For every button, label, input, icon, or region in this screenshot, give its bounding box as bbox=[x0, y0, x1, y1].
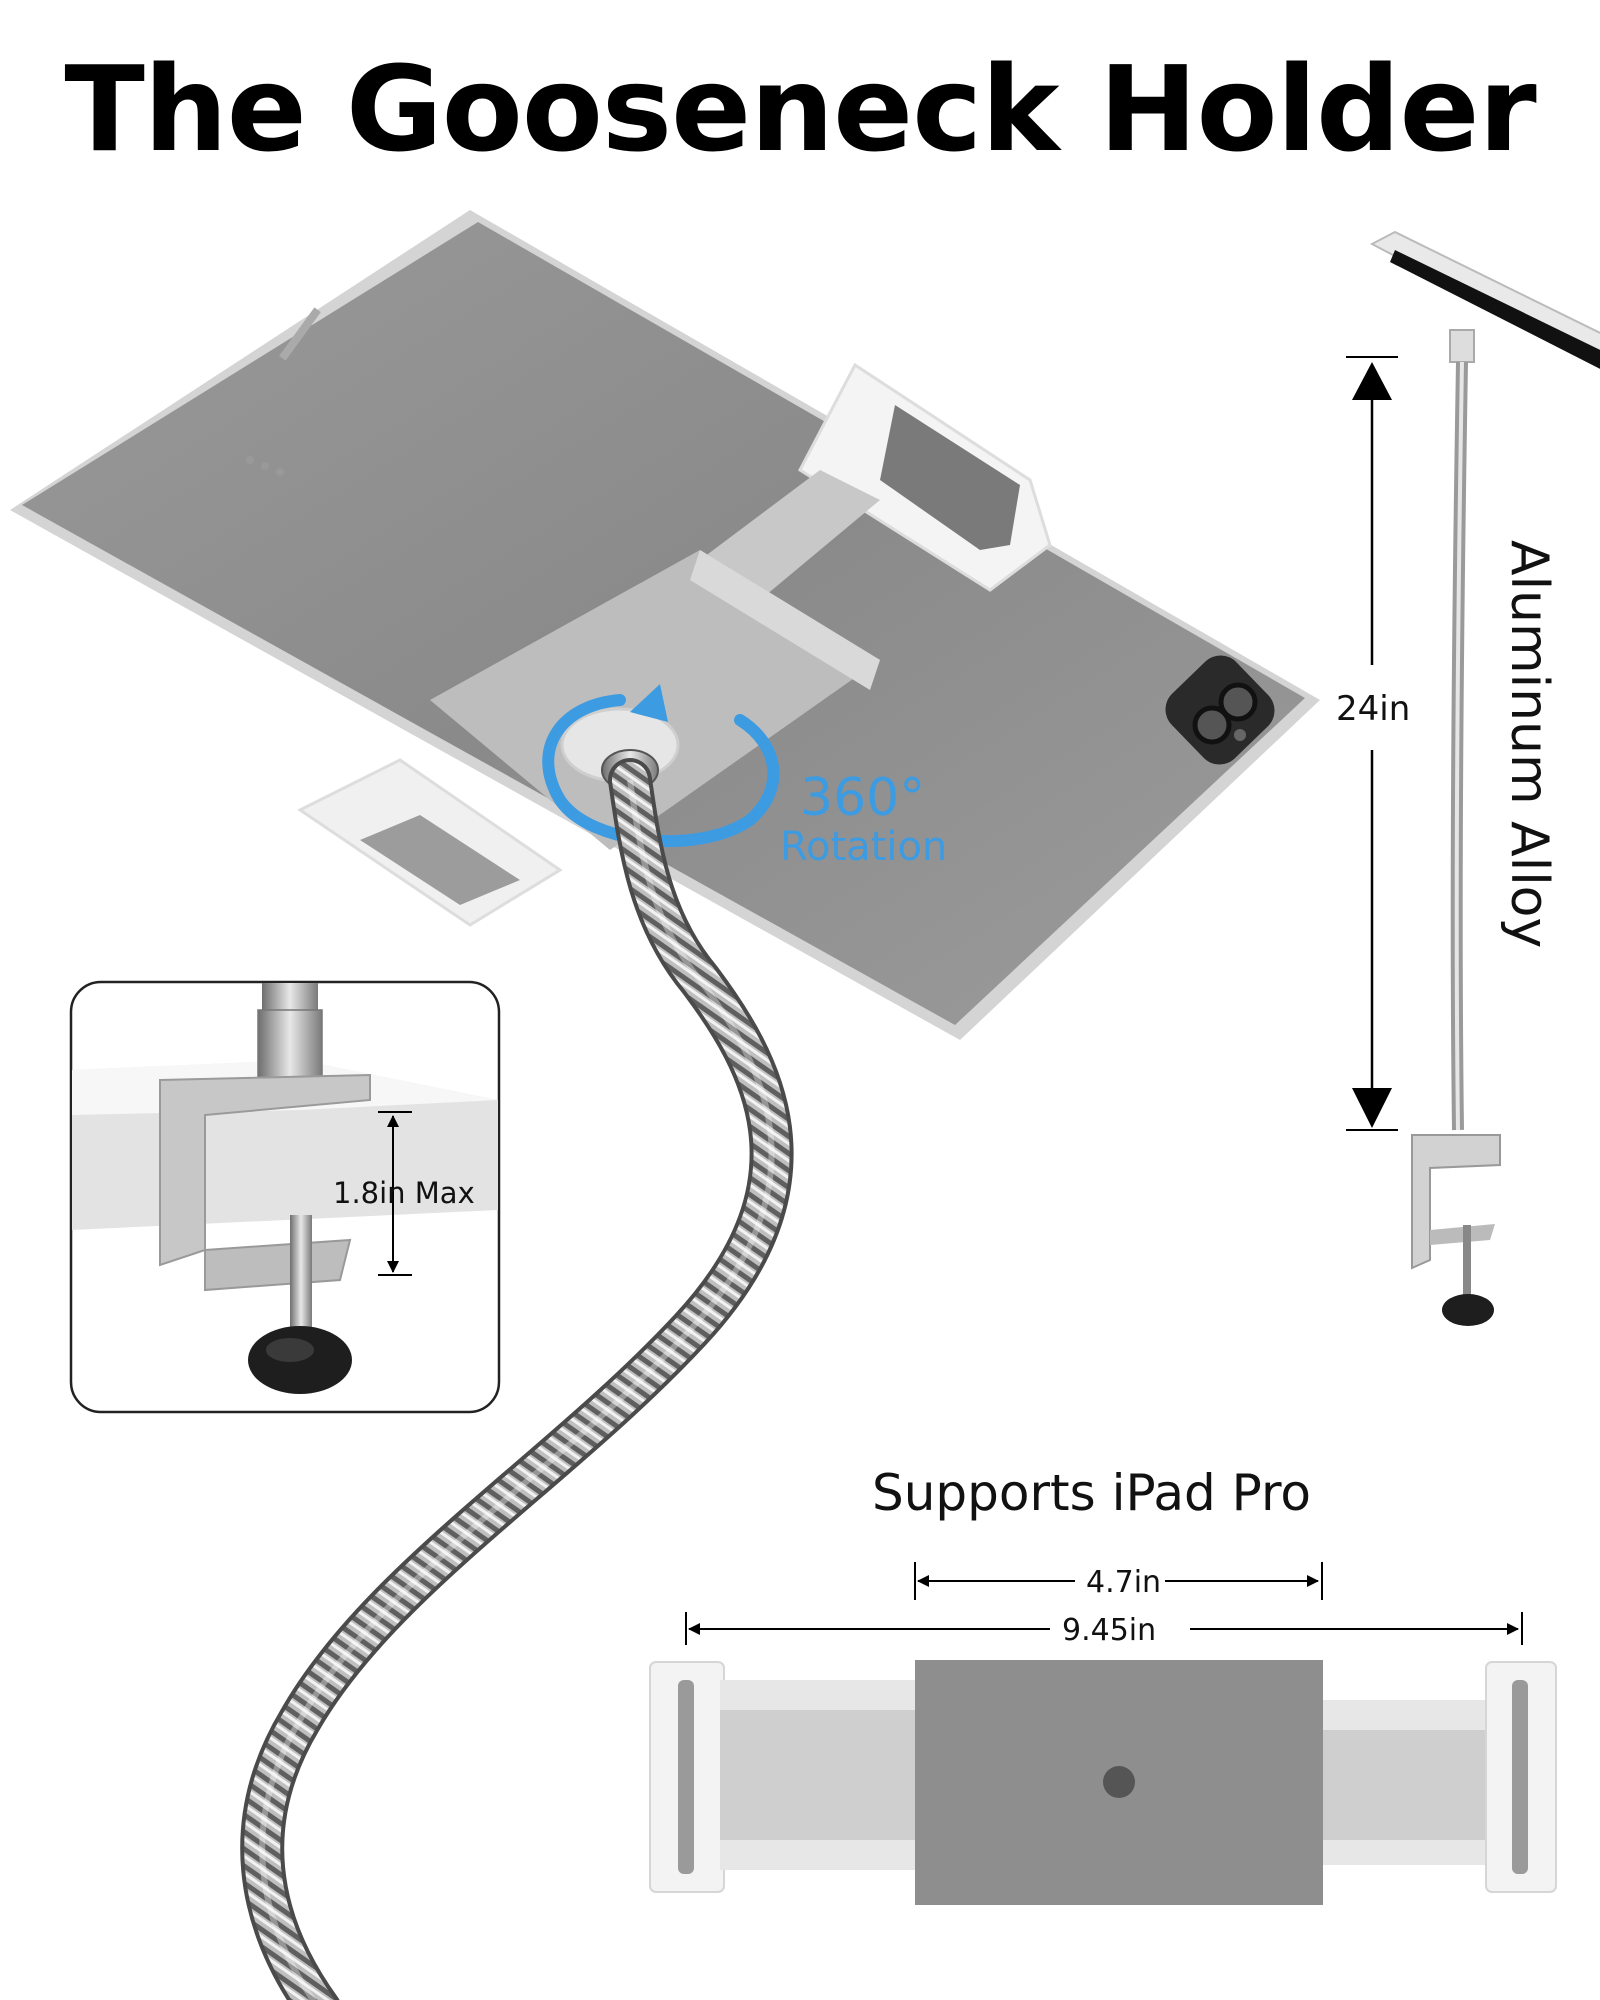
height-dimension bbox=[1346, 356, 1398, 1131]
clamp-max-label: 1.8in Max bbox=[333, 1176, 475, 1210]
rotation-word: Rotation bbox=[780, 824, 947, 870]
min-width-label: 4.7in bbox=[1086, 1565, 1161, 1600]
max-width-label: 9.45in bbox=[1062, 1613, 1156, 1648]
width-dimension-max bbox=[685, 1612, 1523, 1645]
height-label: 24in bbox=[1336, 689, 1410, 729]
gooseneck-arm bbox=[240, 758, 794, 2000]
material-label: Aluminum Alloy bbox=[1499, 540, 1559, 948]
rotation-value: 360° bbox=[800, 768, 925, 828]
stand-side-view bbox=[1369, 230, 1600, 1326]
camera-module-icon bbox=[1165, 655, 1275, 765]
width-dimension-min bbox=[914, 1562, 1323, 1600]
supports-label: Supports iPad Pro bbox=[872, 1464, 1311, 1522]
page-title: The Gooseneck Holder bbox=[64, 40, 1536, 178]
clamp-inset bbox=[69, 980, 501, 1414]
bracket-top-view bbox=[649, 1660, 1557, 1905]
